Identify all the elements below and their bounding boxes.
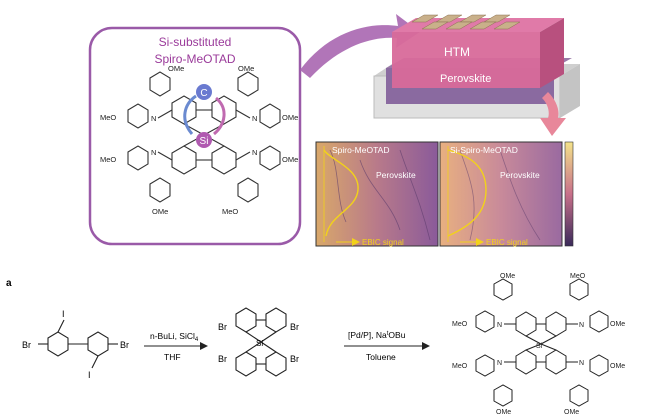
product-n: N bbox=[579, 360, 584, 367]
step1-reagents: n-BuLi, SiCl4 bbox=[150, 331, 199, 343]
n-label: N bbox=[252, 148, 257, 157]
reactant-i-top: I bbox=[62, 309, 65, 319]
molecule-box bbox=[88, 26, 302, 246]
product-meo: MeO bbox=[452, 363, 468, 370]
ome-label: OMe bbox=[282, 155, 298, 164]
product-meo: MeO bbox=[570, 273, 586, 280]
product-ome: OMe bbox=[500, 273, 515, 280]
step2-reagents: [Pd/P], NatOBu bbox=[348, 330, 406, 340]
perovskite-layer-label: Perovskite bbox=[440, 73, 491, 85]
intermediate-structure bbox=[235, 307, 287, 377]
reactant-br-left: Br bbox=[22, 340, 31, 350]
ebic-panel-1-material: Perovskite bbox=[376, 170, 416, 180]
ome-label: OMe bbox=[152, 207, 168, 216]
reactant-structure bbox=[38, 319, 118, 369]
ome-label: OMe bbox=[282, 113, 298, 122]
ebic-panel-1-signal: EBIC signal bbox=[362, 238, 404, 247]
device-stack bbox=[373, 14, 580, 119]
intermediate-br: Br bbox=[290, 354, 299, 364]
ebic-panel-1-title: Spiro-MeOTAD bbox=[332, 145, 389, 155]
arrow-to-device bbox=[300, 14, 420, 78]
intermediate-br: Br bbox=[218, 322, 227, 332]
step2-solvent: Toluene bbox=[366, 352, 396, 362]
reactant-br-right: Br bbox=[120, 340, 129, 350]
intermediate-br: Br bbox=[290, 322, 299, 332]
ebic-panel-2 bbox=[439, 141, 563, 247]
ebic-panel-2-signal: EBIC signal bbox=[486, 238, 528, 247]
c-label: C bbox=[200, 88, 207, 99]
product-ome: OMe bbox=[610, 363, 625, 370]
exchange-arrow-pink bbox=[212, 96, 226, 136]
meo-label: MeO bbox=[222, 207, 238, 216]
n-label: N bbox=[252, 114, 257, 123]
silicon-atom-marker bbox=[196, 132, 212, 148]
product-n: N bbox=[497, 322, 502, 329]
product-si: Si bbox=[536, 343, 543, 350]
panel-label-a: a bbox=[6, 278, 12, 289]
meo-label: MeO bbox=[100, 113, 116, 122]
ome-label: OMe bbox=[168, 64, 184, 73]
product-ome: OMe bbox=[564, 409, 579, 415]
step1-solvent: THF bbox=[164, 352, 181, 362]
ebic-panel-1 bbox=[315, 141, 439, 247]
product-ome: OMe bbox=[496, 409, 511, 415]
spiro-molecule-drawing bbox=[127, 71, 281, 203]
ebic-panel-2-title: Si-Spiro-MeOTAD bbox=[450, 145, 518, 155]
product-meo: MeO bbox=[452, 321, 468, 328]
ebic-colorbar bbox=[564, 141, 574, 247]
ome-label: OMe bbox=[238, 64, 254, 73]
intermediate-si: Si bbox=[256, 339, 263, 348]
ebic-panel-2-material: Perovskite bbox=[500, 170, 540, 180]
product-ome: OMe bbox=[610, 321, 625, 328]
carbon-atom-marker bbox=[196, 84, 212, 100]
si-label: Si bbox=[200, 136, 209, 147]
intermediate-br: Br bbox=[218, 354, 227, 364]
box-title-line1: Si-substituted bbox=[159, 35, 232, 49]
reactant-i-bottom: I bbox=[88, 370, 91, 380]
n-label: N bbox=[151, 114, 156, 123]
arrow-to-ebic bbox=[540, 92, 566, 136]
box-title-line2: Spiro-MeOTAD bbox=[154, 52, 235, 66]
n-label: N bbox=[151, 148, 156, 157]
product-n: N bbox=[497, 360, 502, 367]
htm-layer-label: HTM bbox=[444, 45, 470, 59]
product-structure bbox=[475, 278, 609, 407]
exchange-arrow-blue bbox=[183, 94, 197, 135]
product-n: N bbox=[579, 322, 584, 329]
meo-label: MeO bbox=[100, 155, 116, 164]
